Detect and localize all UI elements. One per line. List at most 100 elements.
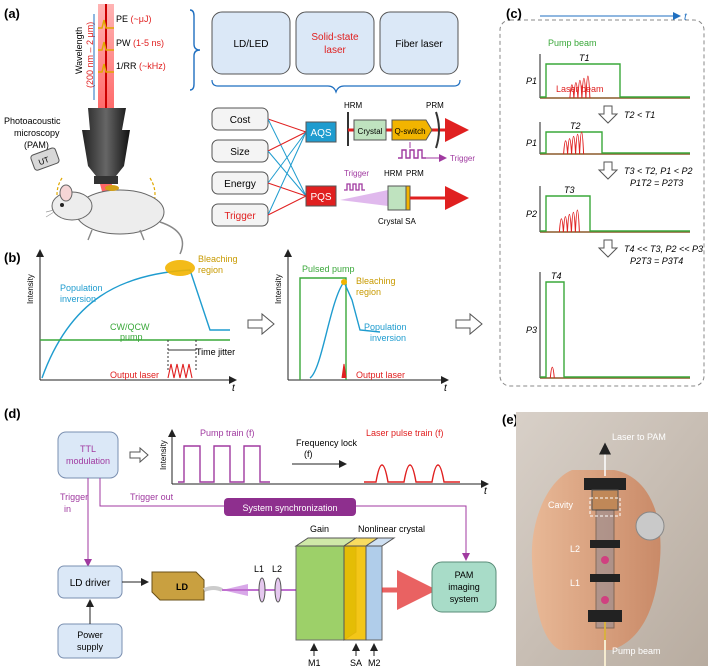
d-arrow-ttl [129,446,149,464]
c-step4-pump-label: T4 [551,271,562,281]
c-step1-pump-label: T1 [579,53,590,63]
mouse-icon [45,184,184,255]
c-step2-laser-pulse-3 [571,135,577,155]
ttl-box [57,431,119,479]
coin [635,511,665,541]
c-t: t [684,12,688,23]
d-freq-lock: Frequency lock [296,438,358,448]
b1-bleach-label: Bleaching [198,254,238,264]
b1-bleaching-ellipse [165,260,195,276]
ld-led-label: LD/LED [233,39,268,50]
device-l2-ring [590,540,620,548]
criterion-energy-label: Energy [224,179,256,190]
pqs-trigger-label: Trigger [344,169,369,178]
pam-system-label-1: PAM [455,570,474,580]
e-l2: L2 [570,544,580,554]
qswitch-label: Q-switch [394,127,425,136]
aqs-trigger-label: Trigger [450,154,475,163]
b2-output-pulse [341,363,347,379]
device-gem-1 [601,556,609,564]
b1-intensity: Intensity [26,274,35,304]
c-step1-laser-pulse-1 [569,84,575,99]
ttl-label-1: TTL [80,444,96,454]
c-step2-level-label: P1 [526,138,537,148]
panel-b-label: (b) [4,250,21,265]
c-step3-condition-2: P2T3 = P3T4 [630,256,683,266]
trigger-out-line [99,478,470,561]
pulse-glyph-2 [98,41,114,51]
c-step3-pump-label: T3 [564,185,575,195]
pqs-sa [405,185,411,211]
b-arrow-2 [455,312,483,336]
b-arrow-1 [247,312,275,336]
b1-pop-label-2: inversion [60,294,96,304]
c-step3-pump [540,195,690,232]
d-pump-train [178,445,270,483]
aqs-prm-mirror [435,111,440,149]
panel-b-chart-pulsed: t Intensity Pulsed pump Bleaching region… [274,249,449,394]
b2-population-curve [309,280,381,379]
l2-label: L2 [272,564,282,574]
system-sync-box [224,498,356,516]
panel-b-chart-cw: t Intensity Population inversion Bleachi… [26,249,238,394]
c-step2-laser-pulse-4 [575,133,581,155]
lens-l2 [274,577,282,603]
wavelength-label: Wavelength (200 nm – 2 μm) [74,22,95,88]
solid-state-box [295,11,375,75]
trigger-in-label: Trigger [60,492,88,502]
d-t: t [484,486,488,497]
b2-pump-label: Pulsed pump [302,264,355,274]
system-sync-label: System synchronization [242,503,337,513]
c-step1-condition: T2 < T1 [624,110,655,120]
pqs-hrm-label: HRM [384,169,403,178]
trigger-in-label-2: in [64,504,71,514]
b1-bleach-label-2: region [198,265,223,275]
c-step2-pump-label: T2 [570,121,581,131]
criterion-size-label: Size [230,147,250,158]
pqs-box [305,185,337,207]
c-step3-down-arrow [597,239,619,258]
e-l1: L1 [570,578,580,588]
b2-intensity: Intensity [274,274,283,304]
c-step2-condition-2: P1T2 = P2T3 [630,178,683,188]
d-laser-train-label: Laser pulse train (f) [366,428,444,438]
criterion-trigger-label: Trigger [224,211,256,222]
c-step3-laser-pulse-2 [562,216,568,233]
fiber-laser-label: Fiber laser [395,39,443,50]
b2-pop-label: Population [364,322,407,332]
c-step1-laser-pulse-4 [581,77,587,99]
aqs-trigger-pulses [398,149,426,159]
panel-a-label: (a) [4,6,20,21]
b2-output-label: Output laser [356,370,405,380]
laser-type-boxes: LD/LED Solid-state laser Fiber laser [211,11,461,94]
panel-d-label: (d) [4,406,21,421]
solid-state-label-2: laser [324,45,346,56]
aqs-box [305,121,337,143]
trigger-out-label: Trigger out [130,492,174,502]
lens-l1 [258,577,266,603]
b1-output-pulses [167,363,193,379]
sa-label: SA [350,658,362,668]
pqs-crystal [387,185,407,211]
c-step4-level-label: P3 [526,325,537,335]
c-laser-label: Laser beam [556,84,604,94]
aqs-crystal [353,119,387,141]
panel-c-label: (c) [506,6,522,21]
c-step2-laser-pulse-5 [579,131,585,155]
pam-line2: microscopy [14,128,60,138]
aqs-hrm-label: HRM [344,101,363,110]
c-step3-laser-pulse-4 [570,211,576,233]
pam-line3: (PAM) [24,140,49,150]
panel-c-frame [499,19,705,387]
objective-tip [94,176,118,184]
ultrasound-transducer-icon: UT [30,147,60,171]
fiber-laser-box [379,11,459,75]
ttl-label-2: modulation [66,456,110,466]
c-pump-label: Pump beam [548,38,597,48]
c-step2-condition: T3 < T2, P1 < P2 [624,166,693,176]
pam-system-label-2: imaging [448,582,480,592]
b2-pump-pulse [299,277,347,380]
svg-text:(200 nm – 2 μm): (200 nm – 2 μm) [85,22,95,88]
m1-label: M1 [308,658,321,668]
